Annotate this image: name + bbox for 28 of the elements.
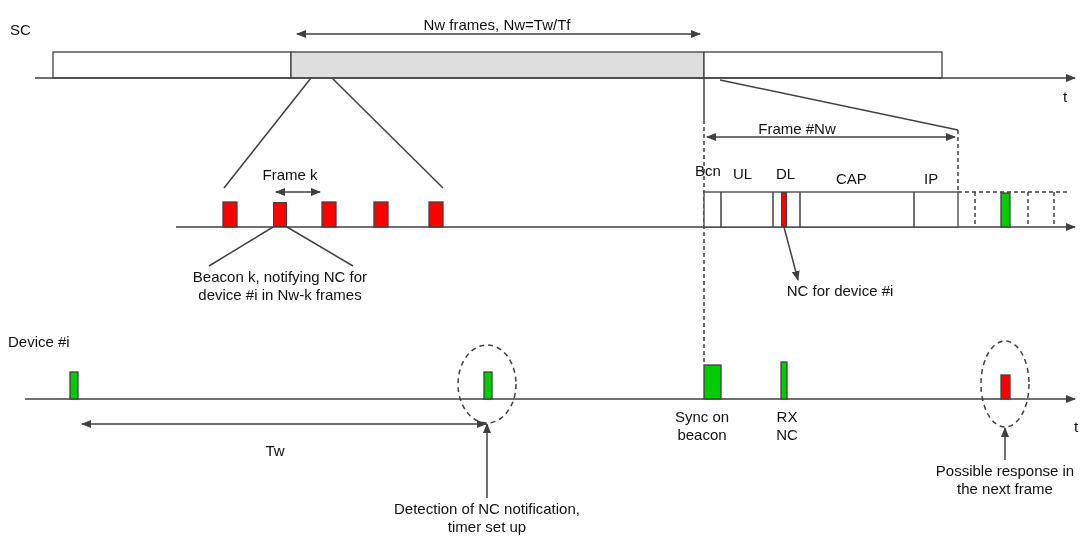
leader-line <box>286 226 354 267</box>
slot-label: UL <box>733 165 753 183</box>
annotation-text: Possible response in the next frame <box>935 462 1075 498</box>
dimension-label: Frame #Nw <box>757 120 837 138</box>
slot-label: IP <box>924 170 939 188</box>
axis-label: t <box>1063 88 1068 106</box>
arrow <box>783 226 800 281</box>
dashed-ellipse <box>980 340 1030 428</box>
arrow <box>1001 427 1009 461</box>
bar-caption: Sync on beacon <box>673 408 731 444</box>
bar-caption: RX NC <box>775 408 799 444</box>
dashed-ellipse <box>457 344 517 424</box>
dimension-label: Nw frames, Nw=Tw/Tf <box>422 16 572 34</box>
slot-label: Bcn <box>695 162 721 180</box>
axis-label: t <box>1074 418 1079 436</box>
dimension-label: Frame k <box>261 166 319 184</box>
notification-bar <box>781 192 787 227</box>
row-label: SC <box>10 21 31 39</box>
leader-line <box>208 226 274 267</box>
beacon-bar <box>273 202 287 227</box>
row-label: Device #i <box>8 333 70 351</box>
annotation-text: Detection of NC notification, timer set up <box>385 500 589 536</box>
slot-label: DL <box>776 165 796 183</box>
annotation-text: NC for device #i <box>770 282 910 300</box>
arrow <box>483 423 491 499</box>
dimension-label: Tw <box>264 442 286 460</box>
annotation-text: Beacon k, notifying NC for device #i in Nw-k frames <box>180 268 380 304</box>
slot-label: CAP <box>836 170 867 188</box>
